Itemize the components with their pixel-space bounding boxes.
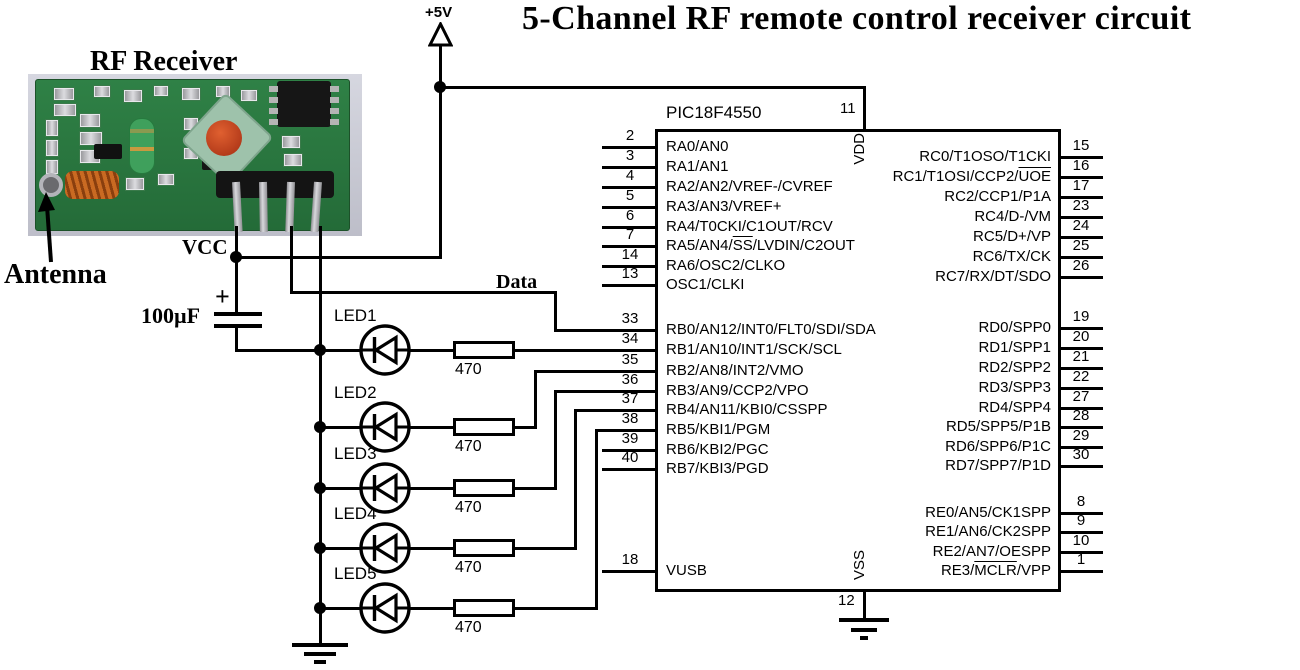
smd-component — [54, 88, 74, 100]
smd-component — [94, 86, 110, 97]
wire — [439, 45, 442, 259]
wire — [515, 607, 598, 610]
capacitor-plate — [214, 312, 262, 316]
junction-dot — [230, 251, 242, 263]
resistor — [453, 418, 515, 436]
junction-dot — [314, 344, 326, 356]
data-line-label: Data — [496, 271, 538, 293]
chip-leg — [269, 108, 278, 114]
led-label: LED2 — [334, 383, 377, 402]
resistor — [453, 341, 515, 359]
junction-dot — [314, 602, 326, 614]
pin-number: 12 — [838, 592, 855, 609]
wire — [515, 487, 557, 490]
wire — [534, 370, 658, 373]
led-icon — [359, 324, 411, 376]
wire — [439, 86, 866, 89]
smd-component — [126, 178, 144, 190]
chip-leg — [269, 97, 278, 103]
junction-dot — [314, 482, 326, 494]
smd-component — [46, 120, 58, 136]
resistor-value: 470 — [455, 559, 482, 576]
pcb-board — [35, 79, 350, 231]
resistor — [453, 599, 515, 617]
led-icon — [359, 582, 411, 634]
antenna-label: Antenna — [4, 259, 107, 290]
trimmer-core — [206, 120, 242, 156]
wire — [235, 349, 322, 352]
smd-component — [282, 136, 300, 148]
transistor — [94, 144, 122, 159]
wire — [290, 226, 293, 293]
wire — [595, 429, 598, 610]
wire — [554, 390, 557, 490]
junction-dot — [314, 421, 326, 433]
smd-component — [80, 132, 102, 145]
capacitor-value: 100µF — [141, 303, 201, 328]
smd-component — [124, 90, 142, 102]
smd-component — [46, 140, 58, 156]
antenna-coil — [65, 171, 119, 199]
antenna-arrow-icon — [38, 192, 55, 263]
resistor-value: 470 — [455, 499, 482, 516]
chip-leg — [269, 86, 278, 92]
wire — [554, 291, 557, 332]
led-icon — [359, 462, 411, 514]
wire — [515, 426, 537, 429]
smd-component — [241, 90, 257, 101]
antenna-hole — [39, 173, 63, 197]
smd-component — [182, 88, 200, 100]
inductor — [129, 118, 155, 174]
rf-module-photo — [28, 74, 362, 236]
wire — [515, 547, 577, 550]
wire — [515, 349, 658, 352]
vss-pin-label: VSS — [851, 550, 868, 581]
led-label: LED4 — [334, 504, 377, 523]
module-pin — [259, 181, 268, 233]
vdd-pin-label: VDD — [851, 133, 868, 165]
wire — [534, 370, 537, 429]
wire — [863, 590, 866, 620]
wire — [319, 226, 322, 647]
resistor — [453, 539, 515, 557]
chip-leg — [330, 86, 339, 92]
resistor — [453, 479, 515, 497]
rf-chip — [277, 81, 331, 127]
page-title: 5-Channel RF remote control receiver cir… — [522, 0, 1192, 37]
junction-dot — [434, 81, 446, 93]
pin-number: 11 — [840, 100, 856, 117]
capacitor-polarity: + — [215, 282, 230, 311]
rf-receiver-label: RF Receiver — [90, 46, 238, 77]
wire — [235, 328, 238, 352]
smd-component — [158, 174, 174, 185]
smd-component — [54, 104, 76, 116]
led-icon — [359, 401, 411, 453]
led-label: LED3 — [334, 444, 377, 463]
wire — [863, 86, 866, 132]
ic-name: PIC18F4550 — [666, 103, 762, 122]
chip-leg — [330, 97, 339, 103]
chip-leg — [330, 119, 339, 125]
wire — [235, 226, 238, 314]
supply-label: +5V — [425, 4, 453, 21]
smd-component — [154, 86, 168, 96]
smd-component — [80, 114, 100, 127]
resistor-value: 470 — [455, 619, 482, 636]
smd-component — [284, 154, 302, 166]
wire — [574, 409, 577, 550]
wire — [235, 256, 442, 259]
led-label: LED5 — [334, 564, 377, 583]
resistor-value: 470 — [455, 438, 482, 455]
led-icon — [359, 522, 411, 574]
led-label: LED1 — [334, 306, 377, 325]
smd-component — [46, 160, 58, 174]
microcontroller-ic — [655, 129, 1061, 592]
vcc-label: VCC — [182, 235, 228, 259]
junction-dot — [314, 542, 326, 554]
chip-leg — [269, 119, 278, 125]
wire — [290, 291, 557, 294]
chip-leg — [330, 108, 339, 114]
resistor-value: 470 — [455, 361, 482, 378]
capacitor-plate — [214, 324, 262, 328]
